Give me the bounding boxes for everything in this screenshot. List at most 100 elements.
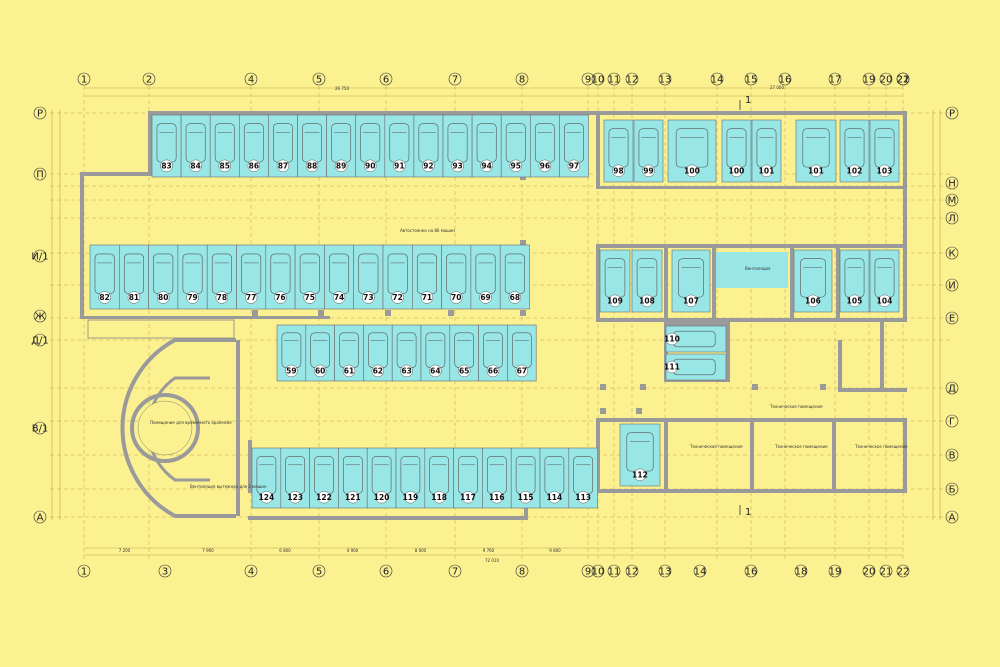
parking-stall: 73 (353, 244, 384, 310)
bottom-axis-label: 10 (592, 567, 605, 578)
bottom-axis-label-circle (158, 564, 172, 578)
left-axis-label-circle (33, 106, 47, 120)
wall-segment (80, 172, 84, 319)
wall-segment (903, 418, 907, 493)
stall-number: 91 (394, 161, 404, 170)
section-marker-top: 1 (745, 95, 751, 106)
parking-stall: 96 (529, 114, 560, 178)
stall-number-badge (274, 291, 287, 304)
bottom-axis-label: 14 (694, 567, 707, 578)
stall-number-badge (160, 159, 173, 173)
stall-number: 118 (431, 493, 447, 502)
stall-number-badge (186, 291, 199, 304)
stall-number-badge (317, 490, 331, 504)
parking-stall: 100 (667, 119, 717, 183)
parking-stall: 87 (268, 114, 298, 178)
stall-number: 89 (336, 161, 346, 170)
stall-number: 122 (316, 493, 332, 502)
bottom-dimension-text: 9 800 (549, 548, 561, 553)
parking-stall: 66 (478, 324, 508, 382)
parking-stall: 84 (180, 114, 211, 178)
parking-stall: 65 (449, 324, 479, 382)
stall-number-badge (288, 490, 302, 504)
dim-top-right: 27 000 (770, 85, 784, 90)
left-axis-label-circle (33, 167, 47, 181)
stall-number: 70 (451, 293, 461, 302)
parking-stall: 67 (507, 324, 537, 382)
parking-stall: 104 (869, 249, 900, 313)
left-axis-label-circle (33, 421, 47, 435)
bottom-axis-label-circle (448, 564, 462, 578)
parking-stall: 106 (793, 249, 833, 313)
ramp-room-label: Помещение для временного хранения (150, 420, 232, 425)
stall-number-badge (429, 364, 442, 378)
bottom-axis-label-circle (828, 564, 842, 578)
bottom-axis-label-circle (312, 564, 326, 578)
wall-segment (600, 384, 606, 390)
left-axis-label-circle (33, 309, 47, 323)
top-axis-label: 15 (745, 75, 758, 86)
wall-segment (80, 316, 330, 319)
stall-number-badge (342, 364, 356, 378)
right-axis-label-circle (945, 482, 959, 496)
stall-number: 119 (403, 493, 419, 502)
top-axis-label-circle (896, 72, 910, 86)
wall-segment (236, 340, 240, 516)
right-axis-label-circle (945, 211, 959, 225)
stall-number: 107 (683, 296, 699, 305)
stall-number: 120 (374, 493, 390, 502)
stall-number: 93 (452, 161, 462, 170)
stall-number-badge (247, 159, 261, 173)
wall-segment (636, 408, 642, 414)
parking-stall: 110 (664, 325, 727, 353)
parking-stall: 80 (148, 244, 179, 310)
stall-number-badge (538, 159, 552, 173)
left-axis-label: В/1 (32, 424, 49, 435)
parking-stall: 108 (631, 249, 663, 313)
stall-number-badge (878, 164, 891, 178)
stall-number-badge (276, 159, 290, 173)
wall-segment (880, 322, 884, 392)
stall-number: 98 (613, 166, 623, 175)
stall-number: 74 (334, 293, 344, 302)
top-axis-label: 20 (880, 75, 893, 86)
bottom-axis-label-circle (625, 564, 639, 578)
right-axis-label-circle (945, 176, 959, 190)
top-axis-label-circle (591, 72, 605, 86)
stall-number-badge (391, 291, 404, 304)
wall-segment (600, 408, 606, 414)
parking-stall: 99 (633, 119, 664, 183)
parking-stall: 76 (265, 244, 296, 310)
wall-segment (248, 440, 252, 493)
right-axis-label: Г (949, 417, 955, 428)
right-axis-label-circle (945, 246, 959, 260)
top-axis-label-circle (828, 72, 842, 86)
wall-segment (640, 384, 646, 390)
stall-number: 96 (540, 161, 550, 170)
stall-number-badge (848, 164, 861, 178)
bottom-axis-label: 1 (81, 567, 87, 578)
parking-stall: 69 (470, 244, 501, 310)
top-axis-label: 14 (711, 75, 724, 86)
bottom-axis-label-circle (515, 564, 529, 578)
bottom-axis-label-circle (581, 564, 595, 578)
parking-stall: 91 (384, 114, 415, 178)
stall-number: 78 (217, 293, 227, 302)
stall-number-badge (303, 291, 316, 304)
top-axis-label: 2 (146, 75, 152, 86)
parking-stall: 71 (411, 244, 442, 310)
stall-number: 71 (422, 293, 432, 302)
stall-number: 67 (517, 367, 527, 376)
section-marker-bottom: 1 (745, 507, 751, 518)
bottom-axis-label: 16 (745, 567, 758, 578)
stall-number-badge (215, 291, 229, 304)
wall-segment (790, 244, 794, 322)
parking-stall: 111 (664, 353, 727, 381)
parking-stall: 101 (795, 119, 837, 183)
right-axis-label: Н (948, 179, 956, 190)
wall-segment (520, 310, 526, 316)
wall-segment (596, 244, 600, 322)
bottom-axis-label: 20 (863, 567, 876, 578)
top-axis-label-circle (778, 72, 792, 86)
